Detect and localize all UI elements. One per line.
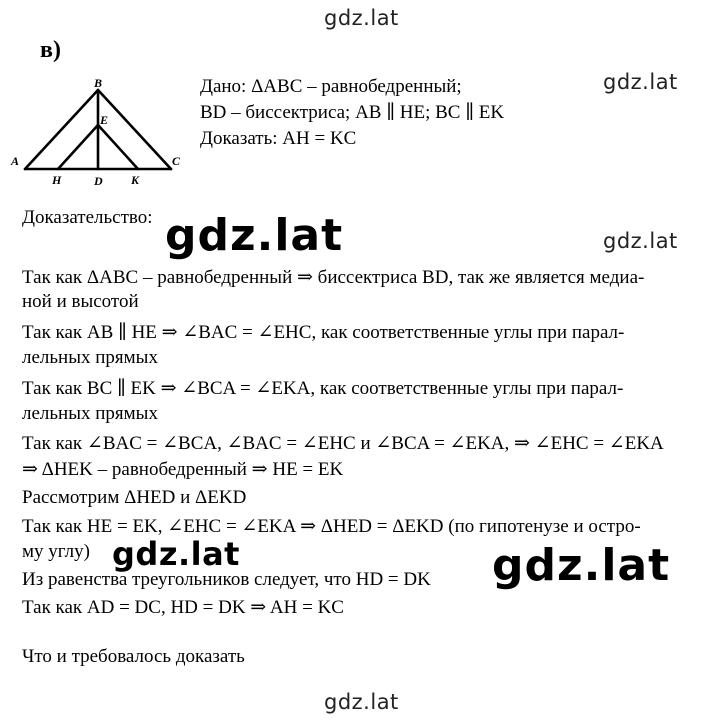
label-d: D [93, 174, 103, 188]
segment-he [56, 123, 100, 171]
proof-line: Так как BC ∥ EK ⇒ ∠BCA = ∠EKA, как соотв… [22, 378, 624, 399]
proof-line: лельных прямых [22, 347, 158, 368]
given-line-2: BD – биссектриса; AB ∥ HE; BC ∥ EK [200, 102, 505, 123]
proof-line: Так как ∠BAC = ∠BCA, ∠BAC = ∠EHC и ∠BCA … [22, 433, 664, 454]
label-b: B [93, 78, 102, 90]
label-a: A [10, 154, 19, 168]
proof-line: Из равенства треугольников следует, что … [22, 569, 431, 590]
proof-line: ⇒ ΔHEK – равнобедренный ⇒ HE = EK [22, 459, 344, 480]
watermark-big-middle: gdz.lat [165, 210, 344, 261]
proof-line: му углу) [22, 541, 90, 562]
segment-ek [96, 123, 140, 171]
label-k: K [130, 173, 140, 187]
proof-line: Так как AB ∥ HE ⇒ ∠BAC = ∠EHC, как соотв… [22, 322, 625, 343]
watermark-lower-left: gdz.lat [112, 535, 240, 573]
given-line-1: Дано: ΔABC – равнобедренный; [200, 76, 462, 97]
watermark-top: gdz.lat [324, 6, 399, 30]
proof-line: лельных прямых [22, 403, 158, 424]
part-label: в) [40, 37, 61, 63]
watermark-right-upper: gdz.lat [603, 70, 678, 94]
label-h: H [51, 173, 62, 187]
side-ab [23, 88, 100, 171]
proof-line: Так как AD = DC, HD = DK ⇒ AH = KC [22, 597, 344, 618]
proof-heading: Доказательство: [22, 207, 153, 228]
triangle-figure: B E A C H D K [10, 78, 181, 188]
proof-line: Рассмотрим ΔHED и ΔEKD [22, 487, 247, 508]
given-line-3: Доказать: AH = KC [200, 128, 357, 149]
side-bc [96, 88, 173, 171]
watermark-bottom: gdz.lat [324, 690, 399, 714]
label-e: E [99, 113, 108, 127]
label-c: C [172, 154, 181, 168]
watermark-right-middle: gdz.lat [603, 229, 678, 253]
proof-line: ной и высотой [22, 291, 139, 312]
proof-line: Так как ΔABC – равнобедренный ⇒ биссектр… [22, 267, 645, 288]
conclusion: Что и требовалось доказать [22, 646, 245, 667]
watermark-big-lower-right: gdz.lat [492, 540, 671, 591]
proof-line: Так как HE = EK, ∠EHC = ∠EKA ⇒ ΔHED = ΔE… [22, 516, 641, 537]
